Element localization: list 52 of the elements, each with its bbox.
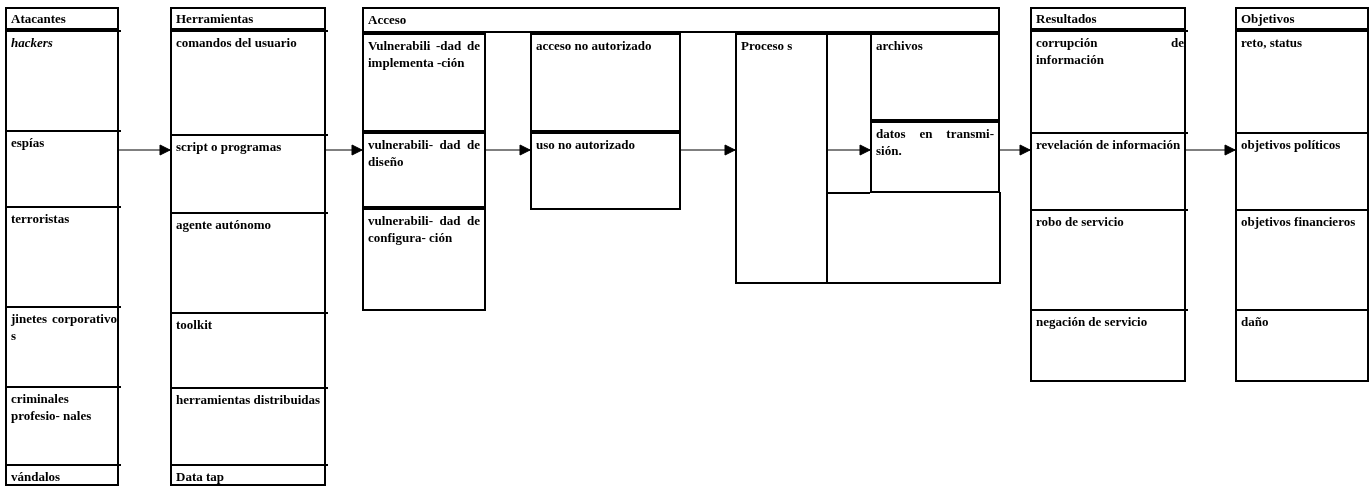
cell-text: vulnerabili- dad de diseño [367,136,481,171]
chevron-arrow [485,144,531,156]
cell-text: acceso no autorizado [535,37,653,55]
cell-text: hackers [10,34,54,52]
cell-text: negación de servicio [1035,313,1149,331]
table-cell [870,121,1000,193]
cell-text: objetivos financieros [1240,213,1357,231]
table-cell [362,208,486,311]
cell-text: criminales profesio- nales [10,390,93,425]
table-cell [362,33,486,132]
cell-text: revelación de información [1035,136,1182,154]
cell-text: jinetes corporativo s [10,310,118,345]
column-header: Objetivos [1237,9,1367,30]
chevron-arrow [999,144,1031,156]
chevron-arrow [118,144,171,156]
cell-text: Vulnerabili -dad de implementa -ción [367,37,481,72]
cell-text: agente autónomo [175,216,272,234]
chevron-arrow [325,144,363,156]
cell-text: herramientas distribuidas [175,391,322,409]
cell-text: datos en transmi- sión. [875,125,995,160]
cell-text: uso no autorizado [535,136,636,154]
cell-text: comandos del usuario [175,34,298,52]
cell-text: vulnerabili- dad de configura- ción [367,212,481,247]
table-cell [530,33,681,132]
cell-text: Data tap [175,468,226,486]
cell-text: reto, status [1240,34,1304,52]
chevron-arrow [680,144,736,156]
cell-text: archivos [875,37,924,55]
column-box [1235,7,1369,382]
table-cell [362,132,486,208]
cell-text: corrupción de información [1035,34,1185,69]
cell-text: terroristas [10,210,71,228]
column-box [1030,7,1186,382]
table-cell [530,132,681,210]
cell-text: script o programas [175,138,283,156]
column-box [5,7,119,486]
chevron-arrow [1185,144,1236,156]
column-box [170,7,326,486]
cell-text: vándalos [10,468,62,486]
cell-text: espías [10,134,46,152]
column-header: Acceso [362,7,1000,33]
cell-text: objetivos políticos [1240,136,1342,154]
column-header: Herramientas [172,9,324,30]
cell-text: robo de servicio [1035,213,1125,231]
table-cell [735,33,828,284]
cell-text: Proceso s [740,37,794,55]
table-cell [870,33,1000,121]
chevron-arrow [827,144,871,156]
cell-text: daño [1240,313,1270,331]
cell-text: toolkit [175,316,214,334]
column-header: Atacantes [7,9,117,30]
column-header: Resultados [1032,9,1184,30]
